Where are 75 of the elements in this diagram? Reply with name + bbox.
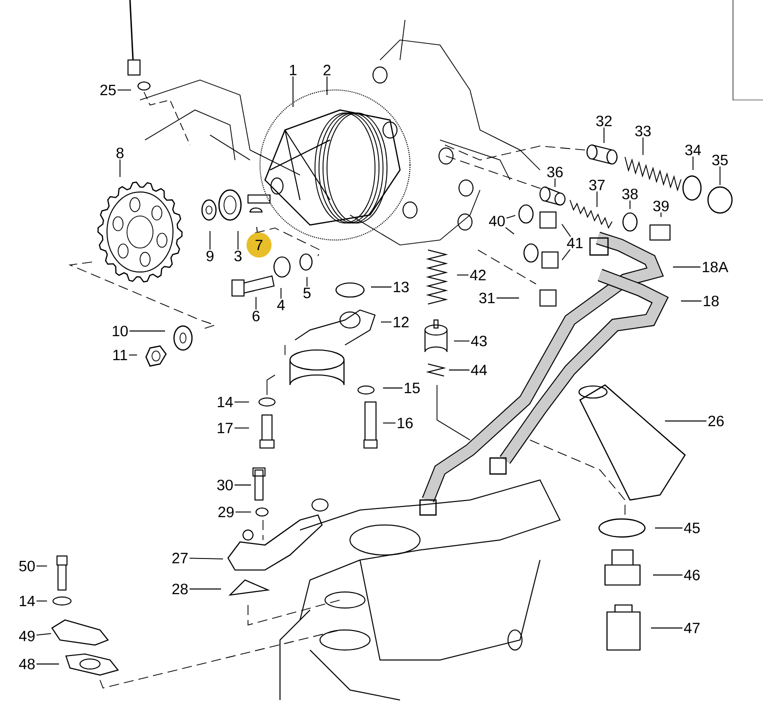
callout-number: 46	[682, 568, 702, 582]
callout-number: 35	[710, 154, 730, 166]
callout-number: 17	[216, 422, 234, 434]
callout-number: 29	[216, 506, 236, 518]
leader-line	[234, 484, 252, 486]
leader-line	[129, 330, 166, 332]
callout-number: 47	[682, 622, 702, 634]
highlighted-callout-number: 7	[246, 232, 272, 258]
callout-number: 45	[682, 522, 702, 534]
leader-line	[306, 276, 308, 288]
callout-number: 44	[470, 364, 488, 376]
leader-line	[642, 137, 644, 156]
callout-number: 49	[18, 630, 36, 642]
leader-line	[652, 574, 683, 576]
leader-line	[128, 354, 138, 356]
leader-line	[189, 558, 224, 560]
leader-line	[456, 274, 469, 276]
callout-number: 32	[594, 114, 614, 128]
callout-number: 14	[18, 594, 36, 608]
leader-line	[561, 224, 572, 238]
callout-number: 13	[392, 280, 410, 294]
leader-line	[505, 227, 514, 234]
callout-number: 2	[322, 64, 332, 76]
leader-line	[382, 422, 396, 424]
leader-line	[36, 633, 52, 636]
callout-number: 9	[204, 250, 216, 262]
leader-line	[554, 178, 556, 188]
callout-number: 40	[488, 214, 506, 228]
callout-number: 18	[702, 294, 720, 308]
leader-line	[280, 288, 282, 300]
callout-number: 25	[98, 84, 118, 96]
callout-number: 41	[566, 236, 584, 250]
callout-number: 34	[684, 144, 702, 156]
callout-number: 15	[402, 382, 422, 394]
callout-number: 31	[478, 292, 496, 304]
callout-number: 43	[470, 334, 488, 348]
callout-number: 33	[634, 124, 652, 138]
callout-number: 14	[216, 396, 234, 408]
callout-number: 28	[170, 582, 190, 596]
leader-line	[326, 76, 328, 96]
callout-number: 18A	[700, 260, 730, 274]
callout-number: 37	[588, 178, 606, 192]
leader-line	[562, 248, 571, 260]
callout-number: 16	[396, 416, 414, 430]
leader-line	[370, 286, 392, 288]
callout-number: 39	[652, 200, 670, 212]
leader-line	[692, 156, 694, 170]
leader-line	[660, 212, 662, 218]
callout-number: 1	[288, 64, 298, 76]
callout-number: 48	[18, 658, 36, 670]
callout-number: 10	[110, 324, 130, 338]
callout-number: 42	[468, 268, 488, 282]
callout-number: 26	[706, 414, 726, 428]
leader-line	[680, 300, 702, 302]
callout-number: 50	[18, 560, 36, 572]
callout-number: 36	[546, 166, 564, 178]
leader-line	[36, 600, 48, 602]
leader-line	[256, 226, 258, 233]
callout-number: 6	[250, 310, 262, 322]
leader-line	[189, 588, 222, 590]
callout-number: 27	[170, 552, 190, 564]
callout-number: 8	[114, 146, 126, 160]
leader-line	[596, 191, 598, 208]
leader-line	[506, 215, 516, 219]
leader-line	[454, 340, 470, 342]
leader-line	[672, 266, 701, 268]
leader-line	[292, 76, 294, 108]
callout-number: 30	[216, 478, 234, 492]
leader-line	[664, 420, 707, 422]
callout-number: 11	[111, 348, 129, 362]
callout-number: 5	[302, 286, 312, 300]
callout-number: 38	[620, 188, 640, 200]
callout-number: 12	[392, 316, 410, 328]
callout-number: 4	[276, 298, 286, 312]
callout-number: 3	[232, 250, 244, 262]
